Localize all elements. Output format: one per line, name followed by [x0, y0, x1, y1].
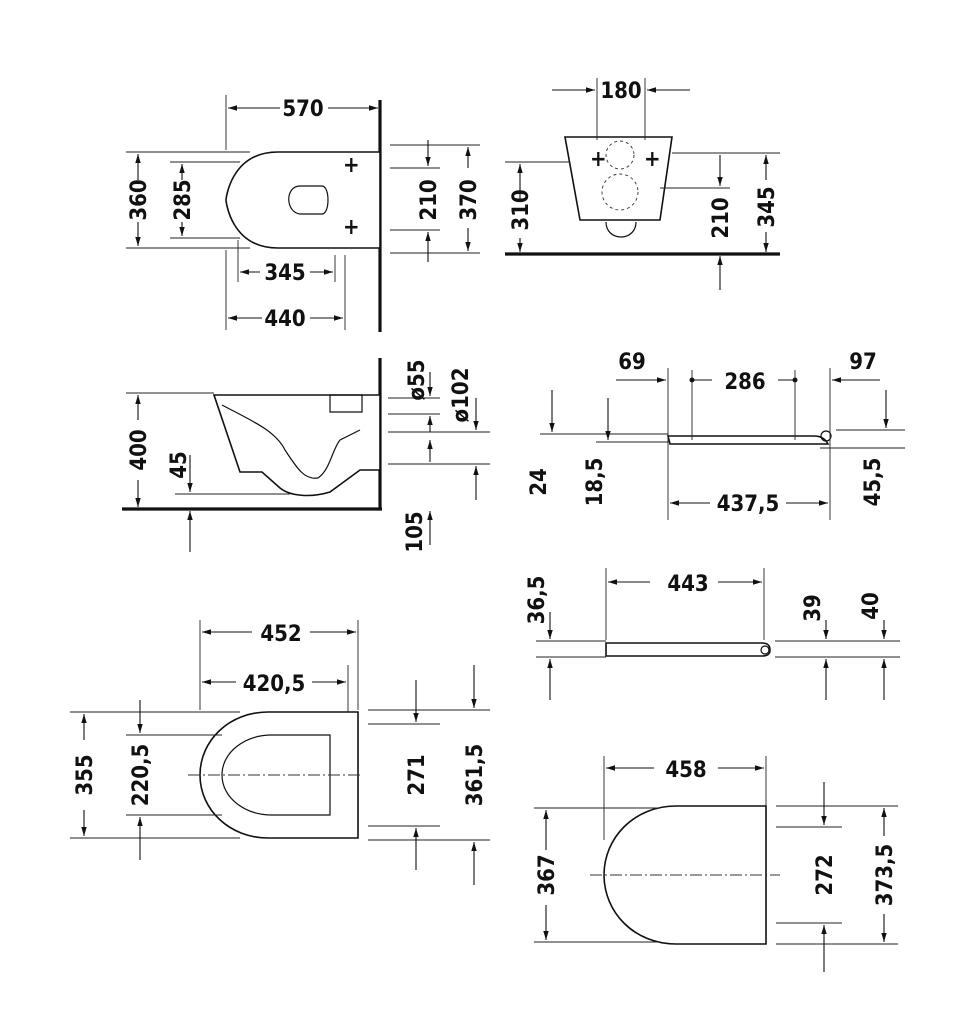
dim-367: 367 [535, 854, 560, 895]
dim-361-5: 361,5 [463, 744, 488, 807]
rear-outline [564, 136, 673, 221]
dim-220-5: 220,5 [129, 744, 154, 807]
dim-24: 24 [527, 468, 552, 496]
outlet-circle [601, 173, 639, 211]
seat-top-view: 452 420,5 355 220,5 271 361,5 [70, 620, 490, 885]
rear-outlet [605, 221, 637, 238]
lid-side-view: 443 36,5 39 40 [525, 568, 900, 700]
dim-45-5: 45,5 [861, 458, 886, 507]
rear-view: + + 180 310 210 345 [505, 78, 780, 290]
inlet-box [329, 394, 363, 413]
seat-side-view: 69 286 97 24 18,5 437,5 45,5 [527, 350, 905, 520]
mount-point-plus: + [343, 215, 360, 240]
dim-210-rear: 210 [709, 197, 734, 238]
bowl-opening [288, 185, 329, 215]
dim-420-5: 420,5 [243, 672, 306, 697]
inlet-circle [605, 140, 635, 170]
dim-d55: ø55 [405, 359, 430, 400]
mount-cross: + [590, 147, 607, 172]
dim-400: 400 [127, 429, 152, 470]
trap-path [221, 404, 361, 479]
dim-355: 355 [73, 754, 98, 795]
bowl-outline [225, 151, 381, 249]
dim-285: 285 [171, 179, 196, 220]
seat-profile [666, 435, 830, 445]
dim-d102: ø102 [449, 368, 474, 423]
lid-hinge [760, 645, 770, 655]
dim-440: 440 [264, 307, 305, 332]
dim-272: 272 [813, 854, 838, 895]
top-view: + + 570 360 285 345 440 [126, 95, 482, 332]
dim-452: 452 [260, 622, 301, 647]
dim-40: 40 [859, 592, 884, 620]
side-view: 400 45 ø55 ø102 105 [122, 358, 490, 553]
seat-opening [221, 734, 331, 816]
dim-437-5: 437,5 [717, 492, 780, 517]
dim-97: 97 [849, 350, 877, 375]
dim-105: 105 [403, 511, 428, 552]
dim-458: 458 [665, 758, 706, 783]
dim-345-rear: 345 [755, 186, 780, 227]
mount-point-plus: + [343, 153, 360, 178]
dim-45: 45 [167, 451, 192, 479]
dim-36-5: 36,5 [525, 576, 550, 625]
dim-373-5: 373,5 [873, 844, 898, 907]
dim-310: 310 [509, 189, 534, 230]
mount-cross: + [644, 147, 661, 172]
hinge-circle [820, 430, 832, 442]
side-outline [212, 394, 381, 497]
dim-345: 345 [264, 261, 305, 286]
dim-18-5: 18,5 [583, 458, 608, 507]
lid-top-view: 458 367 272 373,5 [534, 756, 898, 972]
dim-570: 570 [282, 97, 323, 122]
dim-210-top: 210 [417, 179, 442, 220]
dim-286: 286 [724, 370, 765, 395]
dim-39: 39 [801, 594, 826, 622]
lid-profile [605, 642, 771, 657]
dim-370: 370 [457, 179, 482, 220]
dim-360: 360 [127, 179, 152, 220]
dim-180: 180 [600, 79, 641, 104]
dim-69: 69 [618, 350, 646, 375]
dim-443: 443 [667, 572, 708, 597]
dim-271: 271 [405, 754, 430, 795]
